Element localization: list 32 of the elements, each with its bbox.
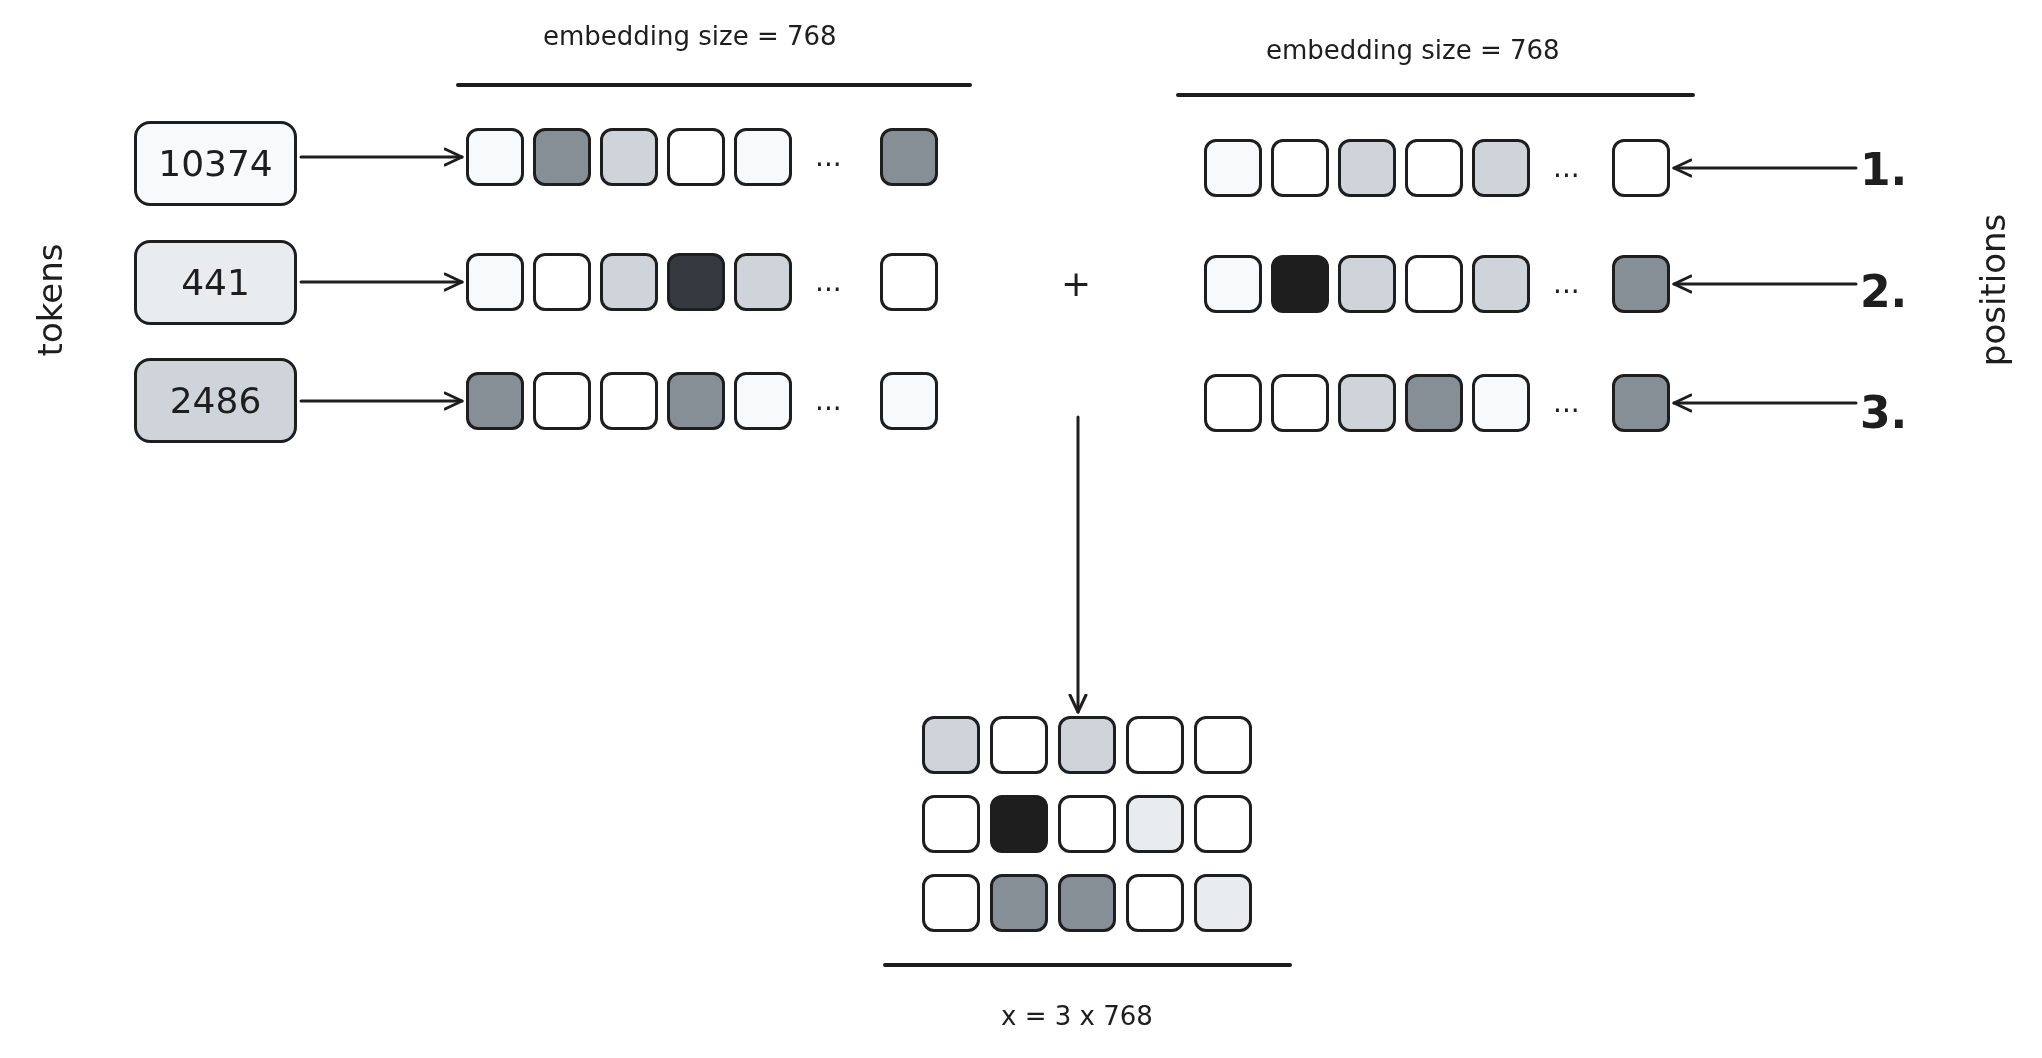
arrow <box>1672 274 1858 294</box>
axis-label: tokens <box>29 243 70 357</box>
token-box: 441 <box>134 240 297 325</box>
embedding-vector <box>1204 139 1670 197</box>
dimension-label: embedding size = 768 <box>543 21 837 51</box>
ellipsis: ... <box>1553 150 1580 186</box>
dimension-label: embedding size = 768 <box>1266 35 1560 65</box>
embedding-vector <box>1204 374 1670 432</box>
dimension-label: x = 3 x 768 <box>1001 1001 1153 1031</box>
ellipsis: ... <box>1553 266 1580 302</box>
embedding-vector <box>1204 255 1670 313</box>
position-number: 2. <box>1860 262 1920 320</box>
position-number: 1. <box>1860 140 1920 198</box>
ellipsis: ... <box>815 264 842 300</box>
axis-label: positions <box>1973 213 2014 367</box>
ellipsis: ... <box>815 383 842 419</box>
position-number: 3. <box>1860 383 1920 441</box>
arrow <box>1672 158 1858 178</box>
arrow <box>299 272 464 292</box>
token-box: 10374 <box>134 121 297 206</box>
ellipsis: ... <box>815 139 842 175</box>
embedding-matrix <box>922 716 1252 932</box>
arrow <box>1672 393 1858 413</box>
arrow <box>299 147 464 167</box>
plus-sign: + <box>1061 262 1092 304</box>
embedding-vector <box>466 128 938 186</box>
ellipsis: ... <box>1553 385 1580 421</box>
arrow <box>1068 415 1088 714</box>
arrow <box>299 391 464 411</box>
embedding-vector <box>466 253 938 311</box>
token-box: 2486 <box>134 358 297 443</box>
embedding-vector <box>466 372 938 430</box>
